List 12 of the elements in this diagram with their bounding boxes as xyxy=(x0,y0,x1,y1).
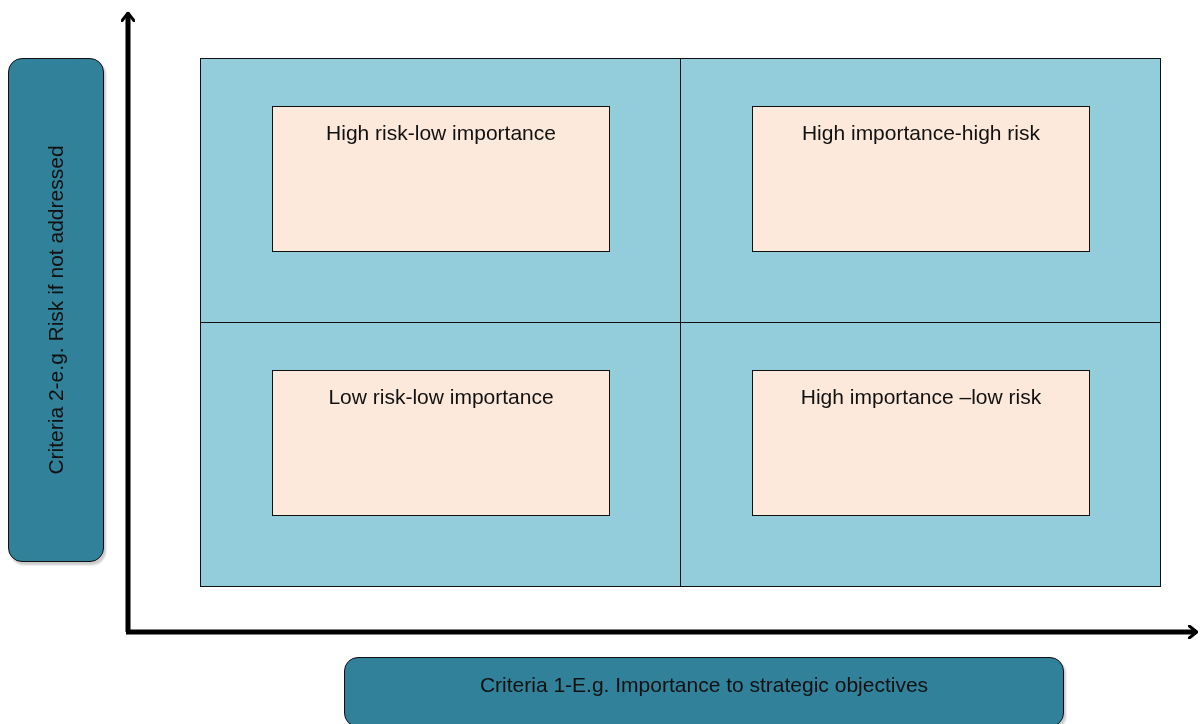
axis-label-box xyxy=(344,657,1064,724)
quadrant-panel xyxy=(200,322,681,587)
quadrant-label-box: Low risk-low importance xyxy=(272,370,610,516)
axis-title: Criteria 1-E.g. Importance to strategic objectives xyxy=(479,672,929,697)
quadrant-panel xyxy=(680,322,1161,587)
quadrant-panel xyxy=(680,58,1161,323)
quadrant-label-box: High importance-high risk xyxy=(752,106,1090,252)
axis-label-box xyxy=(8,58,104,562)
quadrant-panel xyxy=(200,58,681,323)
quadrant-label-box: High importance –low risk xyxy=(752,370,1090,516)
quadrant-label-box: High risk-low importance xyxy=(272,106,610,252)
axis-title: Criteria 2-e.g. Risk if not addressed xyxy=(44,145,68,475)
